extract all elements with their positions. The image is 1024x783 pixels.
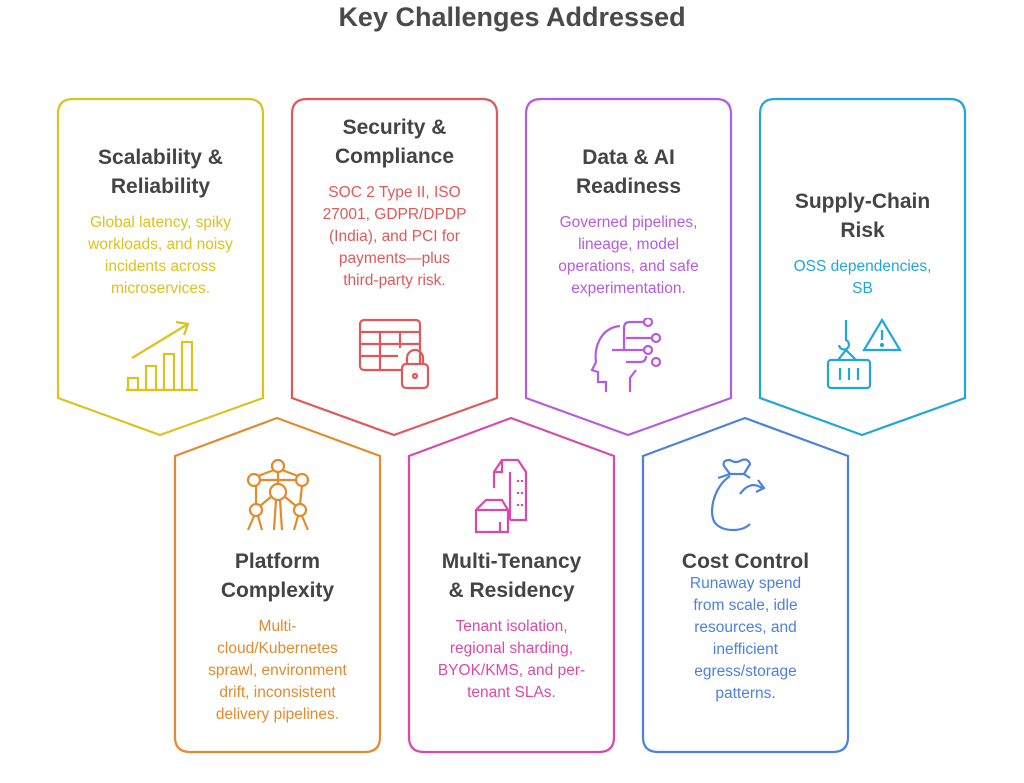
card-description-line: third-party risk. [343,272,446,289]
card-description: SOC 2 Type II, ISO 27001, GDPR/DPDP (India… [292,182,497,292]
card-description-line: SOC 2 Type II, ISO [328,184,461,201]
card-description-line: experimentation. [571,280,686,297]
card-description: OSS dependencies, SB [760,256,965,300]
card-title-line: Platform [234,550,321,573]
card-title: Data & AI Readiness [526,143,731,201]
card-title: Cost Control [643,547,848,576]
money-bag-icon [711,458,766,532]
card-description-line: workloads, and noisy [88,236,233,253]
card-title-line: Data & AI [582,146,675,169]
card-outline-security [290,97,499,437]
card-title: Security & Compliance [292,113,497,171]
card-description: Governed pipelines, lineage, model operati… [526,212,731,300]
card-description-line: lineage, model [578,236,679,253]
card-title-line: Cost Control [681,550,810,573]
network-structure-icon [246,458,310,531]
ai-head-icon [590,318,662,392]
card-description-line: incidents across [104,258,217,275]
card-description-line: operations, and safe [558,258,699,275]
card-title-line: Complexity [220,579,335,602]
card-description-line: drift, inconsistent [219,684,336,701]
card-description-line: resources, and [694,619,797,636]
card-title-line: Supply-Chain [794,190,931,213]
card-description-line: (India), and PCI for [329,228,460,245]
card-description-line: patterns. [715,685,776,702]
card-description-line: tenant SLAs. [467,684,556,701]
card-title-line: Scalability & [98,146,223,169]
card-description-line: microservices. [110,280,211,297]
card-description-line: Multi- [258,618,297,635]
card-description-line: BYOK/KMS, and per- [437,662,586,679]
card-description-line: cloud/Kubernetes [217,640,338,657]
card-description-line: delivery pipelines. [215,706,340,723]
card-outline-tenancy [407,416,616,754]
card-title-line: Security & [342,116,447,139]
buildings-icon [474,458,528,534]
container-warning-icon [826,318,902,390]
card-description-line: payments—plus [338,250,451,267]
card-description-line: Tenant isolation, [455,618,568,635]
card-outline-data-ai [524,97,733,437]
card-description-line: from scale, idle [693,597,798,614]
card-description-line: Governed pipelines, [559,214,698,231]
card-description: Global latency, spiky workloads, and nois… [58,212,263,300]
card-title-line: Multi-Tenancy [441,550,582,573]
card-description: Multi-cloud/Kubernetes sprawl, environmen… [175,616,380,726]
card-description-line: 27001, GDPR/DPDP [322,206,467,223]
card-description: Tenant isolation, regional sharding, BYOK/… [409,616,614,704]
card-outline-scalability [56,97,265,437]
card-description-line: regional sharding, [449,640,574,657]
card-title: Multi-Tenancy & Residency [409,547,614,605]
card-description-line: Global latency, spiky [90,214,231,231]
table-lock-icon [358,318,430,390]
growth-chart-icon [126,320,198,392]
card-description-line: sprawl, environment [208,662,347,679]
card-title-line: Reliability [110,175,211,198]
card-outline-platform [173,416,382,754]
card-description-line: OSS dependencies, [793,258,932,275]
card-description-line: Runaway spend [689,575,802,592]
card-title-line: Readiness [575,175,682,198]
card-title-line: Risk [840,219,885,242]
card-outline-supply-chain [758,97,967,437]
card-description-line: inefficient [712,641,779,658]
card-description: Runaway spend from scale, idle resources, … [643,573,848,705]
card-outline-cost [641,416,850,754]
card-title-line: Compliance [334,145,455,168]
card-description-line: SB [852,280,873,297]
card-description-line: egress/storage [694,663,797,680]
card-title: Scalability & Reliability [58,143,263,201]
page-title: Key Challenges Addressed [338,2,686,32]
card-title-line: & Residency [448,579,575,602]
